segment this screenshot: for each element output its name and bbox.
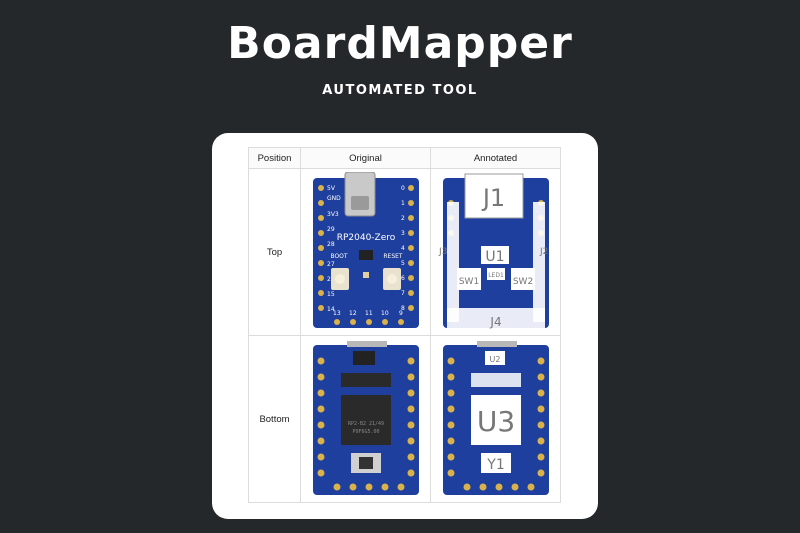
results-card: Position Original Annotated Top (212, 133, 598, 519)
pin-label: 7 (401, 290, 405, 297)
pin-label: 29 (327, 226, 335, 233)
pin-label: 9 (399, 310, 403, 317)
pin-label: 10 (381, 310, 389, 317)
pin-label: 26 (327, 276, 335, 283)
annotation-label: J2 (539, 247, 548, 257)
original-bottom-board-image: RP2-B2 21/49 P9F6G5.00 (312, 341, 419, 495)
pin-label: GND (327, 195, 341, 202)
annotation-label: J1 (480, 184, 504, 212)
app-subtitle: AUTOMATED TOOL (322, 83, 478, 98)
column-header-position: Position (248, 147, 301, 169)
pin-label: 12 (349, 310, 357, 317)
pin-label: 27 (327, 261, 335, 268)
chip-marking: RP2-B2 21/49 (347, 421, 383, 427)
pin-label: 15 (327, 291, 335, 298)
annotated-top-board-image: J1 U1 J3 J2 SW1 LED1 SW2 J4 (438, 173, 549, 330)
pin-label: 8 (401, 305, 405, 312)
annotation-label: J3 (438, 247, 447, 257)
reset-label: RESET (383, 253, 403, 260)
annotation-label: SW2 (512, 277, 532, 287)
table-row: Top (248, 168, 561, 336)
annotation-label: J4 (489, 315, 501, 329)
pin-label: 0 (401, 185, 405, 192)
annotation-label: U2 (489, 355, 500, 364)
pin-label: 1 (401, 200, 405, 207)
original-top-board-image: 5V GND 3V3 29 28 27 26 15 14 0 1 2 3 4 (312, 172, 419, 328)
pin-label: 13 (333, 310, 341, 317)
column-header-annotated: Annotated (430, 147, 561, 169)
pin-label: 14 (327, 306, 335, 313)
pin-label: 3V3 (327, 211, 339, 218)
row-label-bottom: Bottom (248, 335, 301, 503)
pin-label: 5V (327, 185, 336, 192)
pin-label: 4 (401, 245, 405, 252)
annotated-bottom-cell: U2 U3 Y1 (430, 335, 561, 503)
chip-marking: P9F6G5.00 (352, 429, 379, 435)
annotated-top-cell: J1 U1 J3 J2 SW1 LED1 SW2 J4 (430, 168, 561, 336)
boot-label: BOOT (330, 253, 347, 260)
annotation-label: U3 (476, 405, 514, 438)
original-top-cell: 5V GND 3V3 29 28 27 26 15 14 0 1 2 3 4 (300, 168, 431, 336)
annotation-label: SW1 (458, 277, 478, 287)
app-title: BoardMapper (227, 18, 573, 69)
pin-label: 11 (365, 310, 373, 317)
pin-label: 28 (327, 241, 335, 248)
table-header-row: Position Original Annotated (248, 147, 561, 169)
pin-label: 2 (401, 215, 405, 222)
row-label-top: Top (248, 168, 301, 336)
pin-label: 6 (401, 275, 405, 282)
pin-label: 5 (401, 260, 405, 267)
pin-label: 3 (401, 230, 405, 237)
annotated-bottom-board-image: U2 U3 Y1 (442, 341, 549, 495)
annotation-label: U1 (485, 249, 504, 265)
table-row: Bottom (248, 335, 561, 503)
annotation-label: LED1 (488, 272, 504, 279)
board-name: RP2040-Zero (336, 233, 395, 243)
annotation-label: Y1 (486, 457, 504, 473)
original-bottom-cell: RP2-B2 21/49 P9F6G5.00 (300, 335, 431, 503)
mapping-table: Position Original Annotated Top (248, 147, 561, 503)
column-header-original: Original (300, 147, 431, 169)
